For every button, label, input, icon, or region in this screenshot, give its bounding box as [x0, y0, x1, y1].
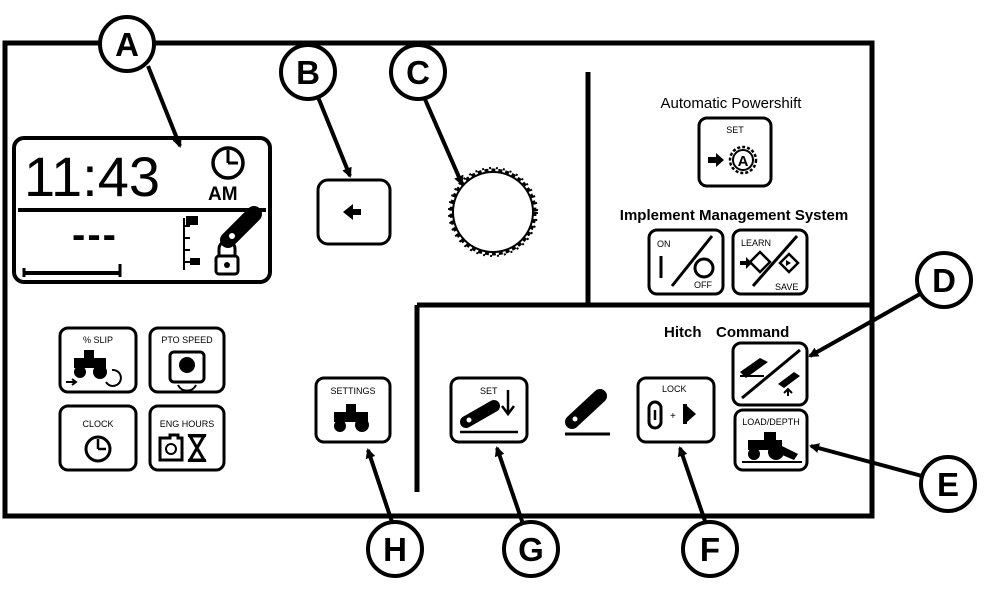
save-label: SAVE [775, 282, 798, 292]
engine-hourglass-icon [158, 433, 207, 462]
ims-on-off-button[interactable]: ON OFF [647, 228, 725, 296]
svg-text:+: + [670, 411, 676, 422]
hitch-lever-icon [220, 206, 262, 248]
callout-e: E [919, 455, 977, 513]
pto-speed-button[interactable]: PTO SPEED [148, 326, 226, 394]
ims-heading: Implement Management System [620, 207, 848, 224]
display-screen: 11:43 AM --- [12, 136, 272, 284]
svg-text:D: D [932, 262, 956, 299]
tractor-plow-icon [742, 432, 802, 463]
left-arrow-icon [343, 204, 361, 220]
callout-c: C [389, 43, 447, 101]
settings-label: SETTINGS [330, 386, 375, 396]
clock-icon [211, 146, 245, 180]
eng-hours-button[interactable]: ENG HOURS [148, 404, 226, 472]
svg-text:H: H [383, 531, 407, 568]
svg-text:E: E [937, 466, 959, 503]
slip-label: % SLIP [83, 335, 113, 345]
learn-save-button[interactable]: LEARN SAVE [731, 228, 809, 296]
slip-button[interactable]: % SLIP [58, 326, 138, 394]
eng-hours-label: ENG HOURS [160, 419, 215, 429]
callout-a: A [98, 15, 156, 73]
padlock-icon [214, 239, 240, 276]
panel-outline [2, 40, 875, 519]
load-depth-label: LOAD/DEPTH [742, 417, 800, 427]
clock-button[interactable]: CLOCK [58, 404, 138, 472]
callout-d: D [915, 251, 973, 309]
hitch-heading: Hitch [664, 324, 702, 341]
automatic-powershift-button[interactable]: SET A [697, 116, 773, 188]
pto-icon [168, 350, 206, 392]
hitch-command-button[interactable] [731, 341, 809, 407]
display-ampm: AM [208, 184, 238, 205]
clock-icon [84, 435, 112, 463]
bar-graph [22, 264, 122, 277]
svg-text:B: B [296, 54, 320, 91]
callout-b: B [279, 43, 337, 101]
svg-text:C: C [406, 54, 430, 91]
lock-label: LOCK [662, 384, 687, 394]
tractor-icon [334, 404, 369, 432]
back-button[interactable] [316, 178, 392, 246]
settings-button[interactable]: SETTINGS [314, 376, 392, 444]
hitch-set-button[interactable]: SET [449, 376, 529, 444]
command-heading: Command [716, 324, 789, 341]
svg-text:A: A [115, 26, 139, 63]
hitch-lever-icon [565, 389, 610, 436]
tractor-slip-icon [66, 350, 122, 387]
gear-a-icon: A [708, 145, 758, 175]
callout-h: H [366, 520, 424, 578]
hitch-scale-icon [183, 216, 200, 270]
svg-text:G: G [518, 531, 544, 568]
svg-text:F: F [700, 531, 720, 568]
svg-text:A: A [738, 153, 749, 170]
ims-on-label: ON [657, 239, 671, 249]
lock-icon: + [647, 400, 696, 430]
callout-g: G [502, 520, 560, 578]
automatic-powershift-heading: Automatic Powershift [661, 95, 803, 112]
rotary-knob[interactable] [448, 167, 538, 257]
display-time: 11:43 [24, 145, 160, 208]
display-readout: --- [72, 213, 118, 257]
load-depth-button[interactable]: LOAD/DEPTH [733, 408, 809, 472]
pto-label: PTO SPEED [161, 335, 213, 345]
callout-f: F [681, 520, 739, 578]
ims-off-label: OFF [694, 280, 712, 290]
hitch-lock-button[interactable]: LOCK + [636, 376, 716, 444]
clock-label: CLOCK [82, 419, 113, 429]
ap-set-label: SET [726, 125, 744, 135]
learn-label: LEARN [741, 238, 771, 248]
set-label: SET [480, 386, 498, 396]
hitch-set-icon [460, 390, 518, 434]
callout-leaders [146, 65, 923, 525]
